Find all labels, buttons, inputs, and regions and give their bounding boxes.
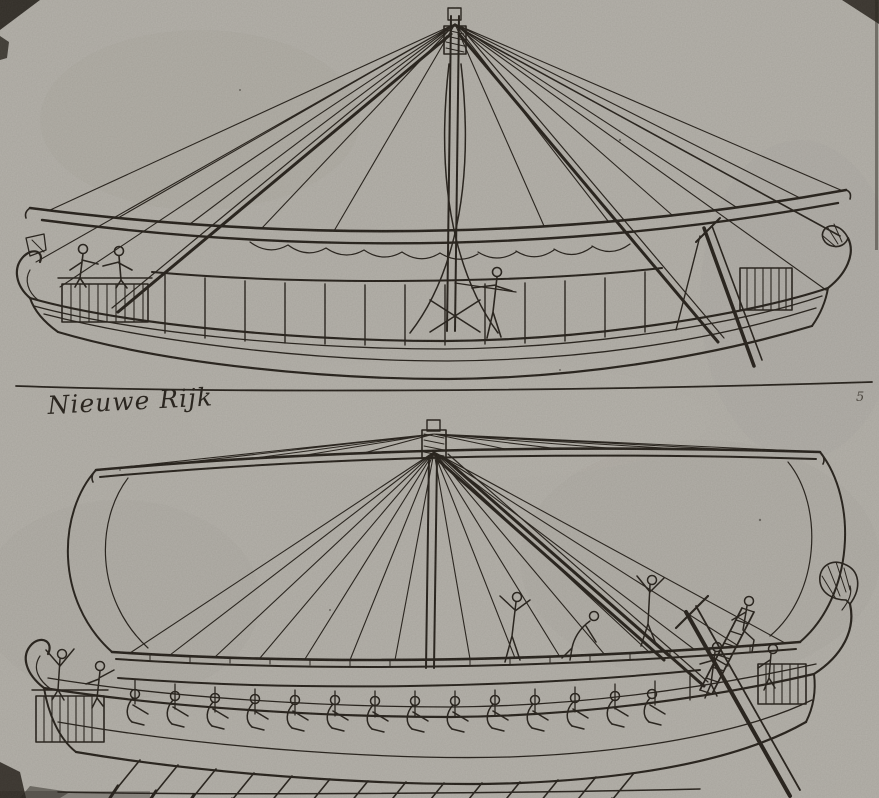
scanned-book-illustration: Nieuwe Rijk 5 [0,0,879,798]
ship-drawing-canvas: Nieuwe Rijk 5 [0,0,879,798]
paper-grain [0,0,879,798]
